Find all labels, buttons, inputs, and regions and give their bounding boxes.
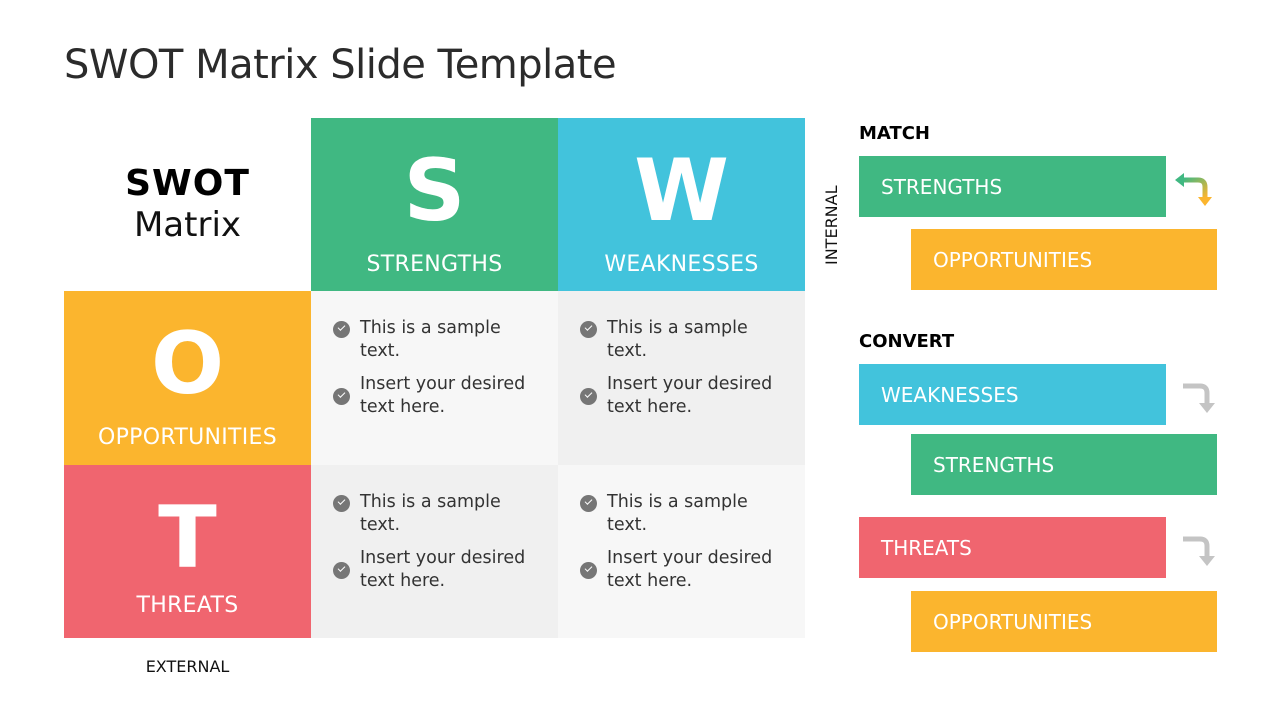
strengths-tile: S STRENGTHS xyxy=(311,118,558,291)
list-item: This is a sample text. xyxy=(580,491,785,537)
check-circle-icon xyxy=(580,387,597,405)
opportunities-tile: O OPPORTUNITIES xyxy=(64,291,311,465)
list-item: This is a sample text. xyxy=(333,317,538,363)
convert-arrow-icon-1 xyxy=(1183,383,1215,413)
check-circle-icon xyxy=(333,561,350,579)
strengths-label: STRENGTHS xyxy=(366,252,503,277)
check-circle-icon xyxy=(333,387,350,405)
cell-st: This is a sample text. Insert your desir… xyxy=(311,465,558,638)
opportunities-letter: O xyxy=(150,314,225,414)
threats-tile: T THREATS xyxy=(64,465,311,638)
list-item: Insert your desired text here. xyxy=(333,373,538,419)
check-circle-icon xyxy=(333,495,350,512)
list-item: This is a sample text. xyxy=(580,317,785,363)
check-circle-icon xyxy=(580,561,597,579)
match-opportunities-bar: OPPORTUNITIES xyxy=(911,229,1217,290)
weaknesses-tile: W WEAKNESSES xyxy=(558,118,805,291)
cell-wo: This is a sample text. Insert your desir… xyxy=(558,291,805,465)
convert-opportunities-bar: OPPORTUNITIES xyxy=(911,591,1217,652)
opportunities-label: OPPORTUNITIES xyxy=(97,425,278,450)
list-item: Insert your desired text here. xyxy=(580,547,785,593)
convert-weaknesses-bar: WEAKNESSES xyxy=(859,364,1166,425)
check-circle-icon xyxy=(580,321,597,338)
convert-strengths-bar: STRENGTHS xyxy=(911,434,1217,495)
cell-wt: This is a sample text. Insert your desir… xyxy=(558,465,805,638)
threats-label: THREATS xyxy=(136,593,239,618)
weaknesses-label: WEAKNESSES xyxy=(604,252,759,277)
check-circle-icon xyxy=(333,321,350,338)
strengths-letter: S xyxy=(403,141,466,241)
threats-letter: T xyxy=(158,488,217,588)
list-item: This is a sample text. xyxy=(333,491,538,537)
match-strengths-bar: STRENGTHS xyxy=(859,156,1166,217)
external-axis-label: EXTERNAL xyxy=(145,657,230,676)
swot-matrix-label: SWOT Matrix xyxy=(64,118,311,291)
weaknesses-letter: W xyxy=(634,141,729,241)
cell-so: This is a sample text. Insert your desir… xyxy=(311,291,558,465)
list-item: Insert your desired text here. xyxy=(333,547,538,593)
match-arrow-icon xyxy=(1175,173,1212,206)
list-item: Insert your desired text here. xyxy=(580,373,785,419)
convert-threats-bar: THREATS xyxy=(859,517,1166,578)
convert-title: CONVERT xyxy=(859,331,955,352)
internal-axis-label: INTERNAL xyxy=(822,185,841,265)
match-title: MATCH xyxy=(859,123,930,144)
check-circle-icon xyxy=(580,495,597,512)
swot-label-line2: Matrix xyxy=(133,204,242,245)
swot-label-line1: SWOT xyxy=(125,162,250,204)
page-title: SWOT Matrix Slide Template xyxy=(64,42,617,88)
convert-arrow-icon-2 xyxy=(1183,536,1215,566)
